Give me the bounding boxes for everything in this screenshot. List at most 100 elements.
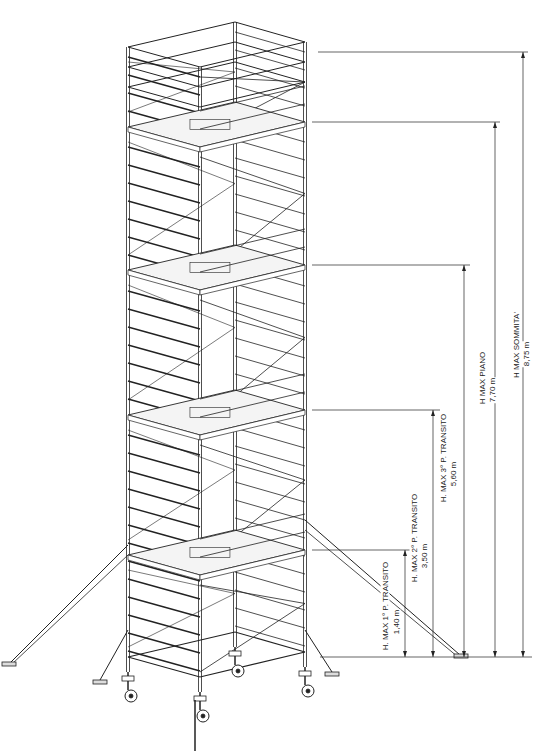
ladder-rung <box>128 597 200 617</box>
dimension-label: 7,70 m <box>488 377 497 403</box>
platform-deck <box>128 245 305 290</box>
ladder-rung <box>128 453 200 473</box>
guardrail <box>200 42 305 67</box>
dimension-lines <box>312 52 532 657</box>
dimension-label: 5,60 m <box>449 461 458 487</box>
post <box>129 47 130 672</box>
ladder-rung <box>128 165 200 185</box>
guardrail <box>200 532 305 557</box>
dimension-label: 3,50 m <box>420 543 429 569</box>
diagonal-brace <box>200 585 305 604</box>
ladder-rung <box>128 381 200 401</box>
ladder-rung <box>235 140 305 160</box>
guardrail <box>128 22 235 47</box>
toe-board <box>128 127 200 152</box>
jack-nut <box>299 671 311 676</box>
ladder-rung <box>128 507 200 527</box>
ladder-rung <box>128 75 200 95</box>
diagonal-brace <box>128 430 235 470</box>
trapdoor <box>190 548 230 558</box>
ladder-rung <box>235 230 305 250</box>
guardrail <box>200 86 305 111</box>
base-tube <box>128 657 200 677</box>
ladder-rung <box>128 435 200 455</box>
scaffold-tower <box>2 22 468 751</box>
ladder-rung <box>235 338 305 358</box>
diagonal-brace <box>128 184 235 256</box>
ladder-rung <box>128 309 200 329</box>
caster-wheel <box>302 685 314 697</box>
ladder-rung <box>235 50 305 70</box>
trapdoor <box>190 120 230 130</box>
ladder-rung <box>235 428 305 448</box>
caster-hub <box>306 689 310 693</box>
ladder-rung <box>235 572 305 592</box>
ladder-rung <box>128 291 200 311</box>
ladder-rung <box>235 626 305 646</box>
ladder-rung <box>235 284 305 304</box>
dimension-arrows <box>403 52 525 657</box>
toe-board <box>128 415 200 440</box>
base-tube <box>200 652 305 677</box>
ladder-rung <box>235 320 305 340</box>
diagonal-brace <box>128 594 235 648</box>
caster-hub <box>236 669 240 673</box>
dimension-label: H. MAX 1° P. TRANSITO <box>381 561 390 652</box>
ladder-rung <box>235 302 305 322</box>
guardrail <box>128 42 235 67</box>
ladder-rung <box>235 464 305 484</box>
guardrail <box>200 392 305 417</box>
outrigger <box>305 630 332 672</box>
ladder-rung <box>128 183 200 203</box>
ladder-rung <box>128 489 200 509</box>
dimension-label: 8,75 m <box>522 341 531 367</box>
post <box>126 47 127 672</box>
guardrail <box>200 62 305 87</box>
caster-wheel <box>197 710 209 722</box>
outrigger <box>305 520 460 655</box>
guardrail <box>200 514 305 539</box>
toe-board <box>200 410 305 440</box>
trapdoor <box>190 263 230 273</box>
ladder-rung <box>128 363 200 383</box>
outrigger-pad <box>325 672 339 676</box>
post <box>306 42 307 667</box>
caster-wheel <box>125 690 137 702</box>
guardrail <box>235 62 305 82</box>
guardrail <box>200 82 305 107</box>
toe-board <box>200 550 305 580</box>
guardrail <box>200 374 305 399</box>
ladder-rung <box>128 57 200 77</box>
caster-hub <box>201 714 205 718</box>
ladder-rung <box>128 147 200 167</box>
diagonal-brace <box>200 300 305 338</box>
caster-wheel <box>232 665 244 677</box>
toe-board <box>200 265 305 295</box>
ladder-rung <box>235 374 305 394</box>
guardrail <box>200 229 305 254</box>
outrigger <box>12 555 128 664</box>
dimension-label: H. MAX 3° P. TRANSITO <box>439 413 448 504</box>
guardrail <box>235 42 305 62</box>
guardrail <box>128 62 235 87</box>
diagonal-brace <box>128 470 235 540</box>
post <box>201 67 202 692</box>
jack-nut <box>122 676 134 681</box>
diagonal-brace <box>200 157 305 194</box>
diagonal-brace <box>128 142 235 184</box>
toe-board <box>200 122 305 152</box>
ladder-rung <box>235 158 305 178</box>
ladder-rung <box>128 219 200 239</box>
ladder-rung <box>128 615 200 635</box>
base-tube <box>235 632 305 652</box>
ladder-rung <box>128 471 200 491</box>
jack-screw <box>194 700 196 751</box>
outrigger <box>100 630 128 680</box>
ladder-rung <box>128 201 200 221</box>
ladder-rung <box>235 482 305 502</box>
ladder-rung <box>235 446 305 466</box>
ladder-rung <box>235 176 305 196</box>
jack-nut <box>229 651 241 656</box>
